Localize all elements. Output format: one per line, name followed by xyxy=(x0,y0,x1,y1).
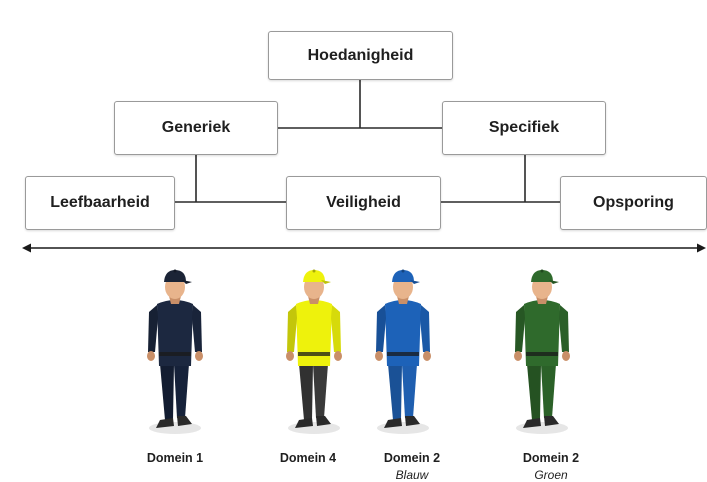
node-hoedanigheid: Hoedanigheid xyxy=(268,31,453,80)
caption-domein-4: Domein 4 xyxy=(263,451,353,465)
person-green-uniform-icon xyxy=(514,269,570,434)
spectrum-arrow xyxy=(22,243,706,253)
caption-sublabel: Blauw xyxy=(395,468,429,482)
node-specifiek: Specifiek xyxy=(442,101,606,155)
caption-label: Domein 2 xyxy=(383,451,441,465)
caption-label: Domein 2 xyxy=(522,451,580,465)
person-navy-uniform-icon xyxy=(147,269,203,434)
node-leefbaarheid: Leefbaarheid xyxy=(25,176,175,230)
person-yellow-vest-icon xyxy=(286,269,342,434)
node-veiligheid: Veiligheid xyxy=(286,176,441,230)
caption-domein-1: Domein 1 xyxy=(130,451,220,465)
caption-label: Domein 4 xyxy=(279,451,337,465)
arrow-right-icon xyxy=(697,243,706,253)
caption-domein-2-groen: Domein 2 Groen xyxy=(506,451,596,482)
caption-label: Domein 1 xyxy=(146,451,204,465)
caption-sublabel: Groen xyxy=(534,468,568,482)
arrow-left-icon xyxy=(22,243,31,253)
node-opsporing: Opsporing xyxy=(560,176,707,230)
node-generiek: Generiek xyxy=(114,101,278,155)
person-blue-uniform-icon xyxy=(375,269,431,434)
caption-domein-2-blauw: Domein 2 Blauw xyxy=(367,451,457,482)
